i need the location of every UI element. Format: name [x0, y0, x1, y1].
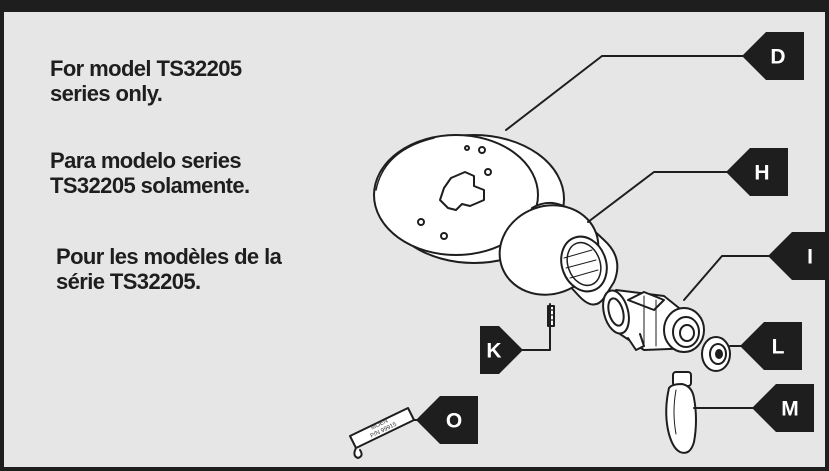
- callout-label-o: O: [446, 410, 462, 433]
- note-spanish-line-2: TS32205 solamente.: [50, 173, 250, 198]
- callout-marker-d: D: [742, 32, 804, 80]
- note-french-line-2: série TS32205.: [56, 269, 201, 294]
- note-english-line-1: For model TS32205: [50, 56, 242, 81]
- callout-label-m: M: [781, 398, 799, 421]
- callout-label-k: K: [486, 340, 501, 363]
- callout-marker-k: K: [480, 326, 523, 374]
- note-english-line-2: series only.: [50, 81, 163, 106]
- callout-label-h: H: [754, 162, 769, 185]
- note-spanish: Para modelo series TS32205 solamente.: [50, 148, 250, 198]
- handle-stop-part: [701, 336, 731, 372]
- callout-marker-o: O: [416, 396, 478, 444]
- lever-handle-part: [665, 371, 697, 454]
- top-bar: [4, 0, 829, 12]
- exploded-parts-diagram: D H I K L M O MOEN P/N 99915: [349, 32, 829, 459]
- note-spanish-line-1: Para modelo series: [50, 148, 242, 173]
- callout-marker-l: L: [740, 322, 802, 370]
- sleeve-part: [498, 201, 619, 306]
- note-english: For model TS32205 series only.: [50, 56, 242, 106]
- callout-marker-i: I: [768, 232, 829, 280]
- callout-label-l: L: [772, 336, 785, 359]
- cartridge-adapter-part: [602, 289, 705, 353]
- callout-label-d: D: [770, 46, 785, 69]
- callout-marker-h: H: [726, 148, 788, 196]
- callout-label-i: I: [807, 246, 813, 269]
- note-french-line-1: Pour les modèles de la: [56, 244, 282, 269]
- callout-marker-m: M: [752, 384, 814, 432]
- note-french: Pour les modèles de la série TS32205.: [56, 244, 282, 294]
